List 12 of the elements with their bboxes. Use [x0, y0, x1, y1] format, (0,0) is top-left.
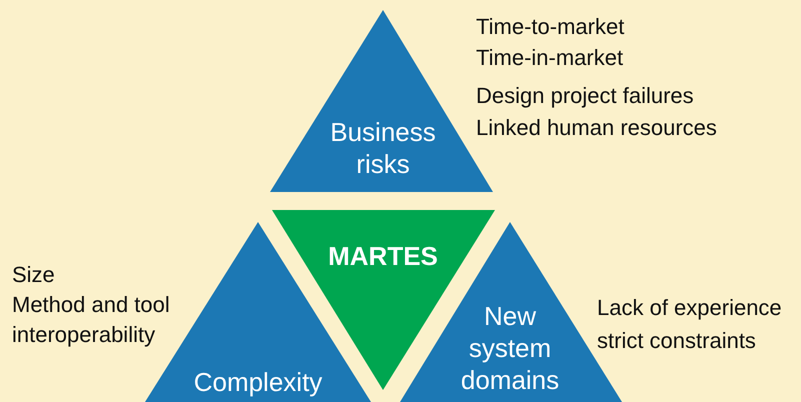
note-text: strict constraints — [597, 327, 756, 355]
note-text: Time-to-market — [476, 13, 624, 41]
node-label: Business risks — [329, 116, 437, 180]
node-label: New system domains — [460, 300, 560, 396]
note-text: Lack of experience — [597, 294, 782, 322]
node-label: MARTES — [327, 240, 439, 272]
note-text: Linked human resources — [476, 114, 717, 142]
note-text: Size — [12, 261, 55, 289]
node-label: Complexity — [192, 366, 324, 398]
note-text: Time-in-market — [476, 44, 624, 72]
note-text: Method and tool interoperability — [12, 291, 171, 349]
note-text: Design project failures — [476, 82, 694, 110]
